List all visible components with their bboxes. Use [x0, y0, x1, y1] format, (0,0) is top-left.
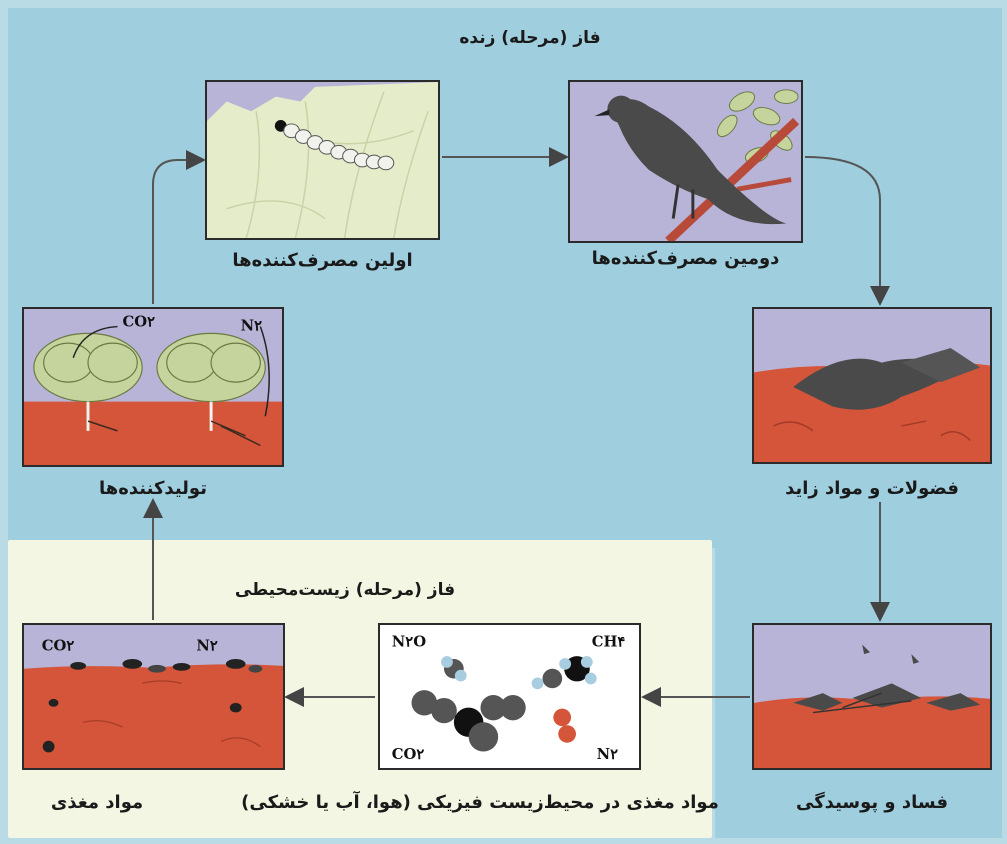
waste-label: فضولات و مواد زاید [752, 478, 992, 499]
co2-label-physical: CO۲ [392, 746, 425, 763]
soil-nutrients-illustration: CO۲ N۲ [24, 625, 283, 768]
n2-label-physical: N۲ [597, 746, 619, 763]
nutrients-physical-image: N۲O CH۴ CO۲ N۲ [378, 623, 641, 770]
n2-label-producers: N۲ [241, 318, 263, 335]
n2-label-soil: N۲ [196, 637, 218, 654]
decay-image [752, 623, 992, 770]
producers-label: تولیدکننده‌ها [22, 478, 284, 499]
decay-label: فساد و پوسیدگی [752, 792, 992, 813]
dead-bird-illustration [754, 309, 990, 462]
environmental-phase-title: فاز (مرحله) زیست‌محیطی [220, 580, 470, 600]
bird-on-branch-illustration [570, 82, 801, 241]
nutrients-image: CO۲ N۲ [22, 623, 285, 770]
caterpillar-illustration [207, 82, 438, 238]
co2-label-soil: CO۲ [42, 637, 75, 654]
first-consumers-image [205, 80, 440, 240]
co2-label-producers: CO۲ [122, 314, 155, 331]
second-consumers-image [568, 80, 803, 243]
nutrients-label: مواد مغذی [22, 792, 172, 813]
molecules-illustration: N۲O CH۴ CO۲ N۲ [380, 625, 639, 768]
living-phase-title: فاز (مرحله) زنده [410, 28, 650, 48]
cabbage-plants-illustration: CO۲ N۲ [24, 309, 282, 465]
first-consumers-label: اولین مصرف‌کننده‌ها [205, 250, 440, 271]
n2o-label: N۲O [392, 633, 427, 650]
ch4-label: CH۴ [592, 633, 626, 650]
decay-illustration [754, 625, 990, 768]
waste-image [752, 307, 992, 464]
second-consumers-label: دومین مصرف‌کننده‌ها [568, 248, 803, 269]
producers-image: CO۲ N۲ [22, 307, 284, 467]
nutrients-physical-label: مواد مغذی در محیط‌زیست فیزیکی (هوا، آب ی… [240, 792, 720, 813]
